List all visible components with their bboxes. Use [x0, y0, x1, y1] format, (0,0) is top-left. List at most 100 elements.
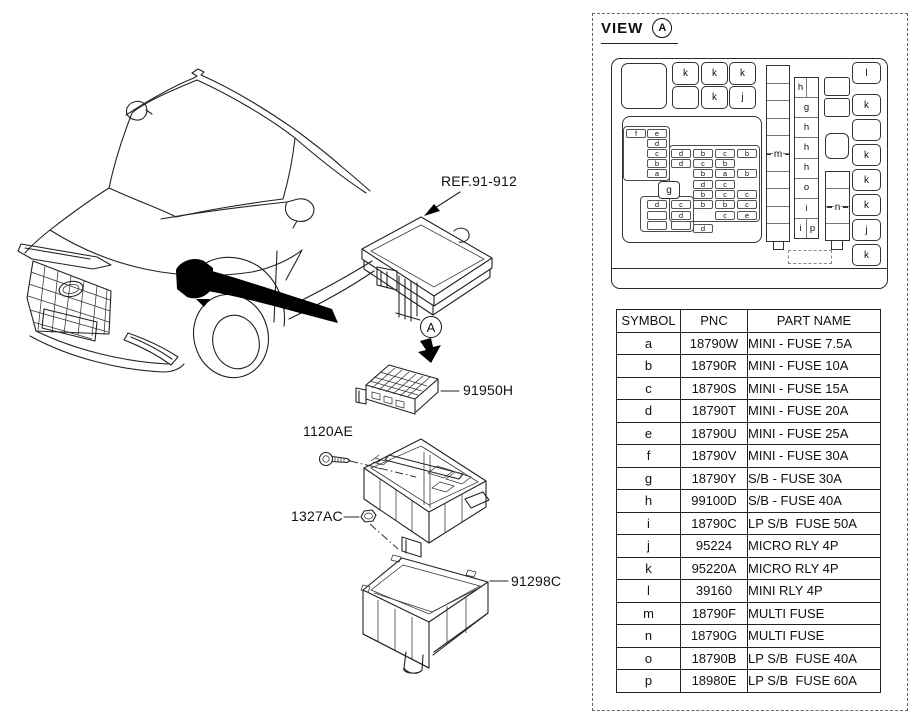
fuse-cell-f: f — [626, 129, 646, 138]
relay-box-j: j — [729, 86, 756, 109]
fuse-column-segment — [767, 100, 789, 118]
pnc-cell: 39160 — [680, 579, 748, 603]
relay-box-g: g — [658, 181, 680, 199]
relay-box-blank — [824, 98, 850, 117]
fuse-cell-d: d — [693, 224, 713, 233]
fuse-cell-b: b — [715, 200, 735, 209]
fuse-cell-c: c — [715, 211, 735, 220]
symbol-cell: j — [616, 534, 681, 558]
down-arrow — [418, 338, 441, 363]
pnc-cell: 99100D — [680, 489, 748, 513]
part-name-cell: MINI - FUSE 15A — [747, 376, 881, 400]
pnc-cell: 18790W — [680, 331, 748, 355]
nut-icon — [360, 509, 377, 523]
fuse-cell-b: b — [647, 159, 667, 168]
pnc-cell: 18790U — [680, 421, 748, 445]
part-name-cell: MINI - FUSE 7.5A — [747, 331, 881, 355]
symbol-cell: p — [616, 669, 681, 693]
part-name-cell: MULTI FUSE — [747, 624, 881, 648]
symbol-cell: c — [616, 376, 681, 400]
fuse-cell-c: c — [647, 149, 667, 158]
fuse-cell-blank — [647, 221, 667, 230]
fuse-column-segment — [767, 82, 789, 101]
part-name-cell: S/B - FUSE 40A — [747, 489, 881, 513]
symbol-cell: f — [616, 444, 681, 468]
pnc-cell: 18790F — [680, 601, 748, 625]
symbol-cell: e — [616, 421, 681, 445]
fuse-column-segment: o — [795, 177, 818, 198]
pnc-cell: 18790R — [680, 354, 748, 378]
symbol-cell: h — [616, 489, 681, 513]
symbol-cell: b — [616, 354, 681, 378]
fuse-column-segment — [826, 172, 849, 188]
car-line-art — [17, 68, 375, 379]
column-header: PART NAME — [747, 309, 881, 333]
fuse-column-n: n — [825, 171, 850, 241]
symbol-cell: i — [616, 511, 681, 535]
relay-box-k: k — [852, 194, 881, 216]
fuse-block-91950H-drawing — [355, 364, 460, 415]
relay-box-k: k — [852, 144, 881, 166]
fuse-column-segment — [767, 188, 789, 206]
fuse-column-subcell — [806, 78, 818, 98]
fuse-cell-b: b — [737, 149, 757, 158]
fuse-cell-e: e — [647, 129, 667, 138]
view-title-circle-a: A — [652, 18, 673, 38]
nut-leader-line — [369, 523, 399, 550]
part-name-cell: MINI - FUSE 25A — [747, 421, 881, 445]
fuse-cell-d: d — [671, 159, 691, 168]
location-pointer-swoosh — [206, 271, 338, 323]
part-name-cell: MINI - FUSE 20A — [747, 399, 881, 423]
symbol-cell: g — [616, 466, 681, 490]
pnc-cell: 18790S — [680, 376, 748, 400]
fuse-cell-a: a — [715, 169, 735, 178]
relay-box-k: k — [701, 86, 728, 109]
relay-box-blank — [621, 63, 667, 109]
fuse-cell-d: d — [671, 149, 691, 158]
fuse-cell-c: c — [737, 190, 757, 199]
bolt-leader-line — [349, 460, 417, 478]
relay-box-blank — [824, 77, 850, 96]
fuse-cell-d: d — [647, 200, 667, 209]
fuse-column-segment: h — [795, 78, 818, 98]
fuse-cell-b: b — [693, 149, 713, 158]
column-mount-tab — [831, 241, 843, 250]
fuse-cell-d: d — [647, 139, 667, 148]
relay-box-k: k — [852, 244, 881, 266]
fusebox-location-highlight — [176, 259, 213, 307]
column-header: PNC — [680, 309, 748, 333]
ref-leader-arrow — [424, 191, 461, 216]
column-mount-tab — [773, 242, 784, 250]
pnc-cell: 95220A — [680, 556, 748, 580]
fuse-cell-b: b — [693, 190, 713, 199]
part-name-cell: MICRO RLY 4P — [747, 556, 881, 580]
pnc-cell: 18790Y — [680, 466, 748, 490]
exploded-diagram-art — [17, 68, 509, 674]
symbol-cell: n — [616, 624, 681, 648]
relay-box-blank — [852, 119, 881, 141]
symbol-cell: a — [616, 331, 681, 355]
fuse-column-segment — [767, 135, 789, 153]
relay-box-k: k — [729, 62, 756, 85]
fuse-cell-d: d — [671, 211, 691, 220]
pnc-cell: 95224 — [680, 534, 748, 558]
fuse-column-segment — [767, 66, 789, 83]
fuse-cell-b: b — [693, 200, 713, 209]
relay-box-blank — [672, 86, 699, 109]
fuse-cell-d: d — [693, 180, 713, 189]
fuse-cell-b: b — [693, 169, 713, 178]
